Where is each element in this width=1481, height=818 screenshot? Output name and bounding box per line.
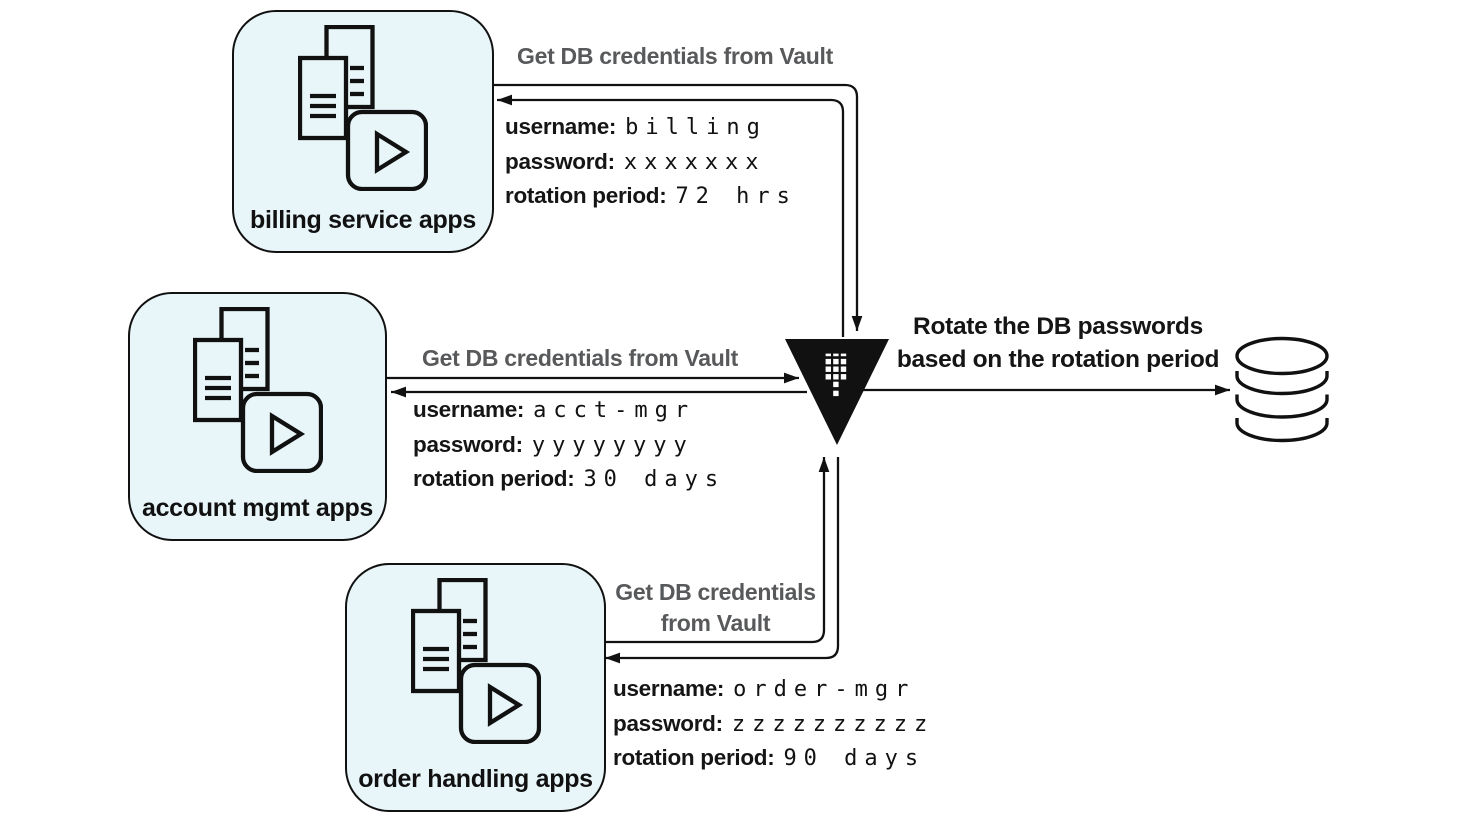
credential-label: rotation period: <box>505 183 667 208</box>
credential-value: zzzzzzzzzz <box>731 711 935 737</box>
credential-row: username: billing <box>505 111 797 146</box>
credentials-account: username: acct-mgr password: yyyyyyyy rota… <box>413 394 725 498</box>
credential-label: password: <box>413 431 523 457</box>
credential-value: acct-mgr <box>533 398 696 423</box>
credentials-billing: username: billing password: xxxxxxx rotati… <box>505 111 797 215</box>
app-box-account: account mgmt apps <box>128 292 387 541</box>
arrow-caption-order: Get DB credentials from Vault <box>608 577 823 639</box>
credential-row: username: order-mgr <box>613 673 934 708</box>
application-stack-icon <box>192 307 323 473</box>
credential-label: rotation period: <box>413 466 575 491</box>
credential-value: 72 hrs <box>675 184 797 209</box>
arrow-caption-line: from Vault <box>660 610 771 636</box>
app-box-label-billing: billing service apps <box>249 206 477 234</box>
credential-label: username: <box>413 397 525 422</box>
credential-row: rotation period: 72 hrs <box>505 180 797 215</box>
credential-value: 90 days <box>783 746 926 771</box>
credential-label: password: <box>613 710 723 736</box>
database-icon <box>1235 336 1329 443</box>
app-box-order: order handling apps <box>345 563 606 812</box>
credential-value: order-mgr <box>733 677 916 702</box>
credentials-order: username: order-mgr password: zzzzzzzzzz r… <box>613 673 934 777</box>
arrow-caption-line: Get DB credentials from Vault <box>422 345 738 371</box>
credential-row: password: zzzzzzzzzz <box>613 708 934 743</box>
application-stack-icon <box>410 578 541 744</box>
credential-row: rotation period: 30 days <box>413 463 725 498</box>
rotate-note-line: Rotate the DB passwords <box>913 313 1203 340</box>
credential-value: billing <box>625 115 767 140</box>
credential-value: yyyyyyyy <box>531 432 694 458</box>
rotate-note: Rotate the DB passwords based on the rot… <box>893 310 1223 376</box>
app-box-label-account: account mgmt apps <box>141 494 374 522</box>
rotate-note-line: based on the rotation period <box>896 346 1220 373</box>
credential-label: password: <box>505 148 615 174</box>
credential-row: username: acct-mgr <box>413 394 725 429</box>
credential-value: 30 days <box>583 467 726 492</box>
app-box-label-order: order handling apps <box>358 765 593 793</box>
credential-row: password: xxxxxxx <box>505 146 797 181</box>
credential-label: rotation period: <box>613 745 775 770</box>
arrow-billing-response <box>497 94 845 337</box>
arrow-caption-line: Get DB credentials <box>615 579 816 605</box>
credential-label: username: <box>505 114 617 139</box>
arrow-caption-account: Get DB credentials from Vault <box>415 343 745 374</box>
app-box-billing: billing service apps <box>232 10 494 253</box>
arrow-caption-line: Get DB credentials from Vault <box>517 43 833 69</box>
credential-row: rotation period: 90 days <box>613 742 934 777</box>
arrow-order-request <box>603 457 830 644</box>
credential-label: username: <box>613 676 725 701</box>
arrow-billing-request <box>491 83 863 331</box>
arrow-order-response <box>605 457 840 664</box>
credential-value: xxxxxxx <box>623 149 766 175</box>
vault-icon <box>785 339 889 445</box>
credential-row: password: yyyyyyyy <box>413 429 725 464</box>
application-stack-icon <box>298 25 428 191</box>
arrow-caption-billing: Get DB credentials from Vault <box>500 41 850 72</box>
